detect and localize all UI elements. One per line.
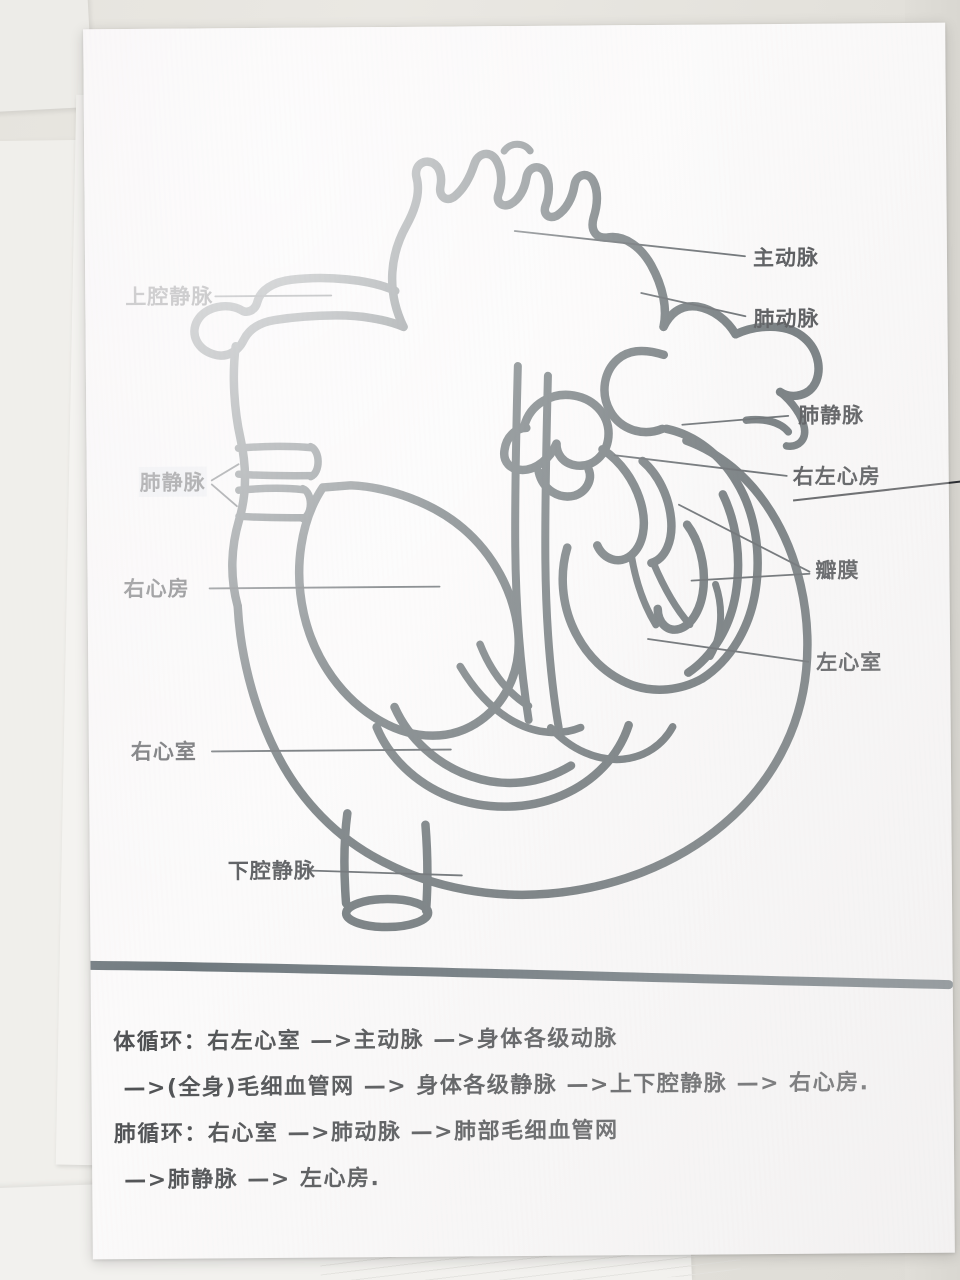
leader-line-ivc — [310, 869, 463, 877]
leader-line-right-ventricle — [210, 748, 452, 753]
pulmonary-vein-cap-upper — [306, 442, 322, 481]
leader-bracket-pv-left — [210, 463, 240, 508]
leader-line-valve-b — [690, 572, 811, 582]
label-aorta: 主动脉 — [752, 245, 820, 271]
inferior-vena-cava-opening — [341, 894, 433, 932]
note-line-pulmonary-2: —>肺静脉 —> 左心房. — [124, 1166, 381, 1194]
circulation-notes: 体循环：右左心室 —>主动脉 —>身体各级动脉 —>(全身)毛细血管网 —> 身… — [113, 1018, 944, 1209]
section-divider-rule — [83, 960, 954, 990]
label-inferior-vena-cava: 下腔静脉 — [227, 858, 316, 884]
pulmonary-vein-right-stub-2 — [742, 415, 793, 436]
leader-line-aorta — [513, 230, 746, 258]
inferior-vena-cava-left-wall — [340, 809, 352, 908]
aortic-arch-notch — [500, 140, 534, 155]
aortic-arch-outline — [387, 149, 670, 332]
label-superior-vena-cava: 上腔静脉 — [125, 284, 214, 310]
label-right-atrium: 右心房 — [123, 576, 190, 602]
leader-line-svc — [214, 294, 333, 298]
leader-line-pa — [640, 292, 747, 318]
inferior-vena-cava-right-wall — [421, 820, 432, 915]
pulmonary-artery-right-branch — [731, 322, 823, 401]
note-line-pulmonary-1: 肺循环：右心室 —>肺动脉 —>肺部毛细血管网 — [113, 1118, 619, 1148]
pulmonary-artery-trunk — [659, 302, 740, 339]
label-valve: 瓣膜 — [815, 558, 860, 583]
label-left-ventricle: 左心室 — [816, 650, 883, 675]
leader-line-left-atrium — [613, 454, 788, 477]
label-right-ventricle: 右心室 — [130, 739, 197, 765]
label-pulmonary-artery: 肺动脉 — [753, 306, 820, 332]
worksheet-paper: 上腔静脉 肺静脉 右心房 右心室 下腔静脉 主动脉 肺动脉 肺静脉 右左心房 瓣… — [83, 22, 955, 1260]
note-line-systemic-2: —>(全身)毛细血管网 —> 身体各级静脉 —>上下腔静脉 —> 右心房. — [123, 1070, 870, 1102]
atrioventricular-valve-leaflet-1 — [593, 445, 648, 565]
semilunar-valve-cusps — [520, 390, 613, 470]
leader-line-right-atrium — [208, 585, 441, 590]
note-line-systemic-1: 体循环：右左心室 —>主动脉 —>身体各级动脉 — [113, 1026, 618, 1056]
label-pulmonary-vein-right: 肺静脉 — [798, 403, 865, 428]
label-pulmonary-vein-left: 肺静脉 — [138, 466, 207, 497]
superior-vena-cava — [190, 273, 408, 360]
pulmonary-vein-tube-lower — [235, 484, 307, 522]
left-atrium-cavity — [662, 424, 762, 683]
pulmonary-vein-tube-upper — [234, 442, 315, 480]
septum-inner-line — [541, 371, 563, 732]
pulmonary-artery-inner — [600, 346, 669, 437]
